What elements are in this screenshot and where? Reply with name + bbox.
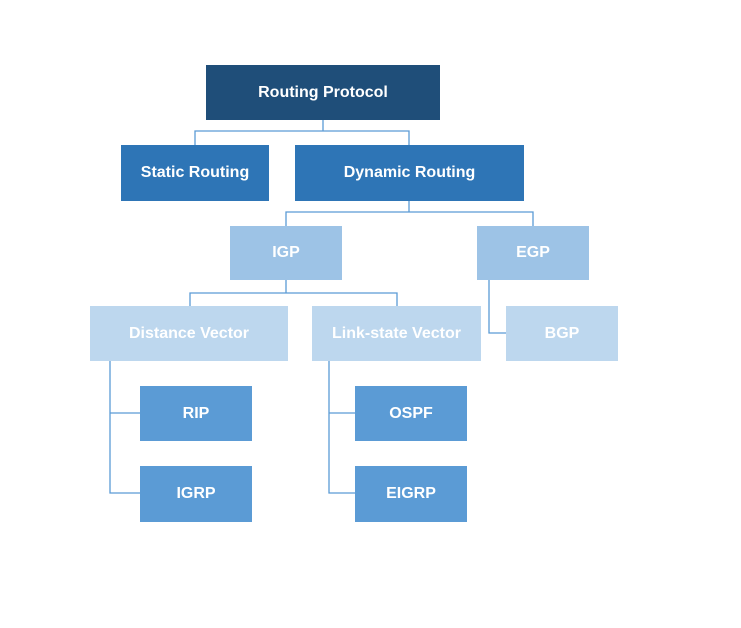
node-igrp: IGRP	[140, 466, 252, 522]
node-dynamic-routing: Dynamic Routing	[295, 145, 524, 201]
connector-link-state-children	[328, 361, 355, 494]
node-igp: IGP	[230, 226, 342, 280]
node-egp: EGP	[477, 226, 589, 280]
connector-igp-children	[189, 280, 398, 306]
node-routing-protocol: Routing Protocol	[206, 65, 440, 120]
node-ospf: OSPF	[355, 386, 467, 441]
connector-root-children	[194, 120, 410, 145]
connector-distance-vector-children	[109, 361, 140, 494]
node-rip: RIP	[140, 386, 252, 441]
connector-dynamic-children	[285, 201, 534, 226]
node-eigrp: EIGRP	[355, 466, 467, 522]
node-link-state-vector: Link-state Vector	[312, 306, 481, 361]
node-distance-vector: Distance Vector	[90, 306, 288, 361]
node-static-routing: Static Routing	[121, 145, 269, 201]
connector-egp-bgp	[488, 280, 506, 334]
node-bgp: BGP	[506, 306, 618, 361]
